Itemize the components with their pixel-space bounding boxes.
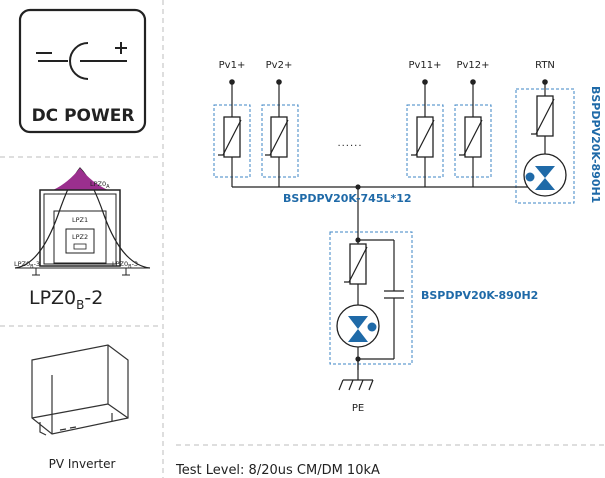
gdt-pe-icon — [336, 304, 380, 348]
input-label-pv11: Pv11+ — [408, 60, 441, 71]
module-boxes — [213, 88, 575, 365]
modules-ellipsis: ...... — [337, 138, 362, 149]
lpz2-label: LPZ2 — [72, 233, 88, 241]
module-group-label: BSPDPV20K-745L*12 — [283, 192, 412, 205]
module-rtn-label: BSPDPV20K-890H1 — [589, 86, 602, 203]
dc-power-icon — [18, 8, 147, 134]
varistor-symbols — [223, 95, 554, 285]
lpz1-label: LPZ1 — [72, 216, 88, 224]
varistor-slashes — [218, 98, 555, 283]
lpz0b3-left-label: LPZ0B-3 — [14, 260, 40, 270]
gdt-rtn-icon — [523, 153, 567, 197]
input-label-pv2: Pv2+ — [266, 60, 293, 71]
lpz-zone-icon — [14, 167, 151, 276]
input-label-pv12: Pv12+ — [456, 60, 489, 71]
zone-caption: LPZ0B-2 — [29, 287, 103, 312]
ground-label: PE — [352, 403, 364, 414]
lpz0a-label: LPZ0A — [90, 180, 110, 190]
capacitor-icon — [358, 239, 404, 360]
module-pe-label: BSPDPV20K-890H2 — [421, 289, 538, 302]
lpz0b3-right-label: LPZ0B-3 — [112, 260, 138, 270]
lpz0b2-roof-label: LPZ0B-2 — [68, 196, 94, 206]
ground-icon — [338, 359, 374, 391]
dc-power-label: DC POWER — [32, 106, 135, 126]
pv-inverter-icon — [31, 344, 129, 436]
input-label-pv1: Pv1+ — [219, 60, 246, 71]
input-terminals — [229, 79, 548, 85]
pv-inverter-label: PV Inverter — [49, 457, 116, 471]
input-label-rtn: RTN — [535, 60, 555, 71]
test-level-text: Test Level: 8/20us CM/DM 10kA — [175, 463, 380, 478]
